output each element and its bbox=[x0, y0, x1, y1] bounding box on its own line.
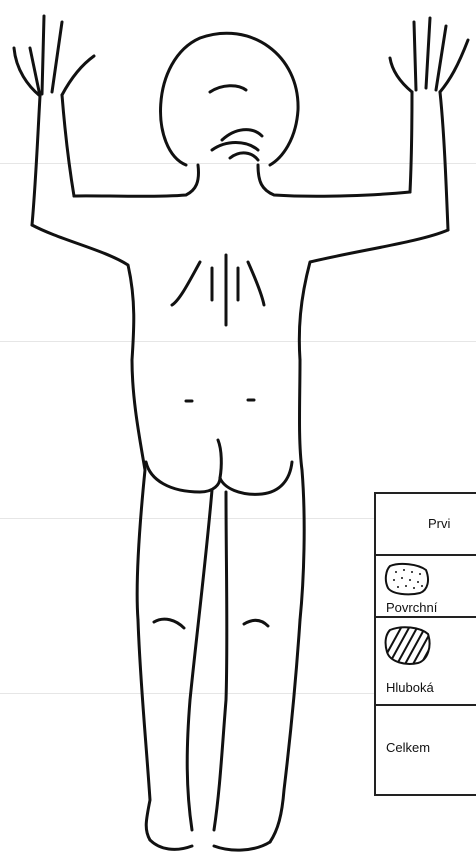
legend-header: Prvi bbox=[428, 516, 450, 531]
left-buttock bbox=[146, 462, 220, 492]
right-hand bbox=[390, 18, 468, 92]
right-leg-outer bbox=[270, 620, 300, 842]
hair-mark bbox=[222, 130, 262, 140]
knee-mark bbox=[244, 620, 268, 626]
legend-label-deep: Hluboká bbox=[386, 680, 434, 695]
legend-label-total: Celkem bbox=[386, 740, 430, 755]
right-armpit-torso bbox=[299, 230, 448, 360]
right-arm-outer bbox=[410, 92, 412, 192]
left-neck-shoulder bbox=[74, 165, 199, 196]
left-hand bbox=[14, 16, 94, 96]
legend-row-deep: Hluboká bbox=[376, 616, 476, 698]
right-foot bbox=[214, 842, 270, 850]
dotted-pattern-icon bbox=[384, 562, 430, 596]
left-armpit-torso bbox=[32, 225, 134, 360]
left-arm-outer bbox=[62, 95, 74, 196]
hair-mark bbox=[210, 86, 246, 92]
right-scapula bbox=[248, 262, 264, 305]
burn-classification-legend: Prvi Povrchní Hluboká bbox=[374, 492, 476, 796]
hair-mark bbox=[212, 143, 258, 151]
right-torso-side bbox=[300, 360, 305, 620]
knee-mark bbox=[154, 619, 184, 628]
right-arm-inner bbox=[440, 92, 448, 230]
legend-row-superficial: Povrchní bbox=[376, 554, 476, 620]
hatched-pattern-icon bbox=[384, 626, 432, 666]
left-scapula bbox=[172, 262, 200, 305]
hair-mark bbox=[230, 153, 258, 160]
right-buttock bbox=[220, 462, 292, 494]
left-leg-inner bbox=[187, 490, 212, 830]
head-outline bbox=[161, 33, 299, 165]
legend-label-superficial: Povrchní bbox=[386, 600, 437, 615]
left-foot bbox=[150, 840, 192, 849]
gluteal-cleft bbox=[218, 440, 221, 478]
left-leg-outer bbox=[138, 620, 150, 840]
right-leg-inner bbox=[214, 492, 227, 830]
left-arm-inner bbox=[32, 96, 40, 225]
legend-row-total: Celkem bbox=[376, 704, 476, 798]
right-neck-shoulder bbox=[258, 165, 410, 196]
left-torso-side bbox=[132, 360, 145, 620]
